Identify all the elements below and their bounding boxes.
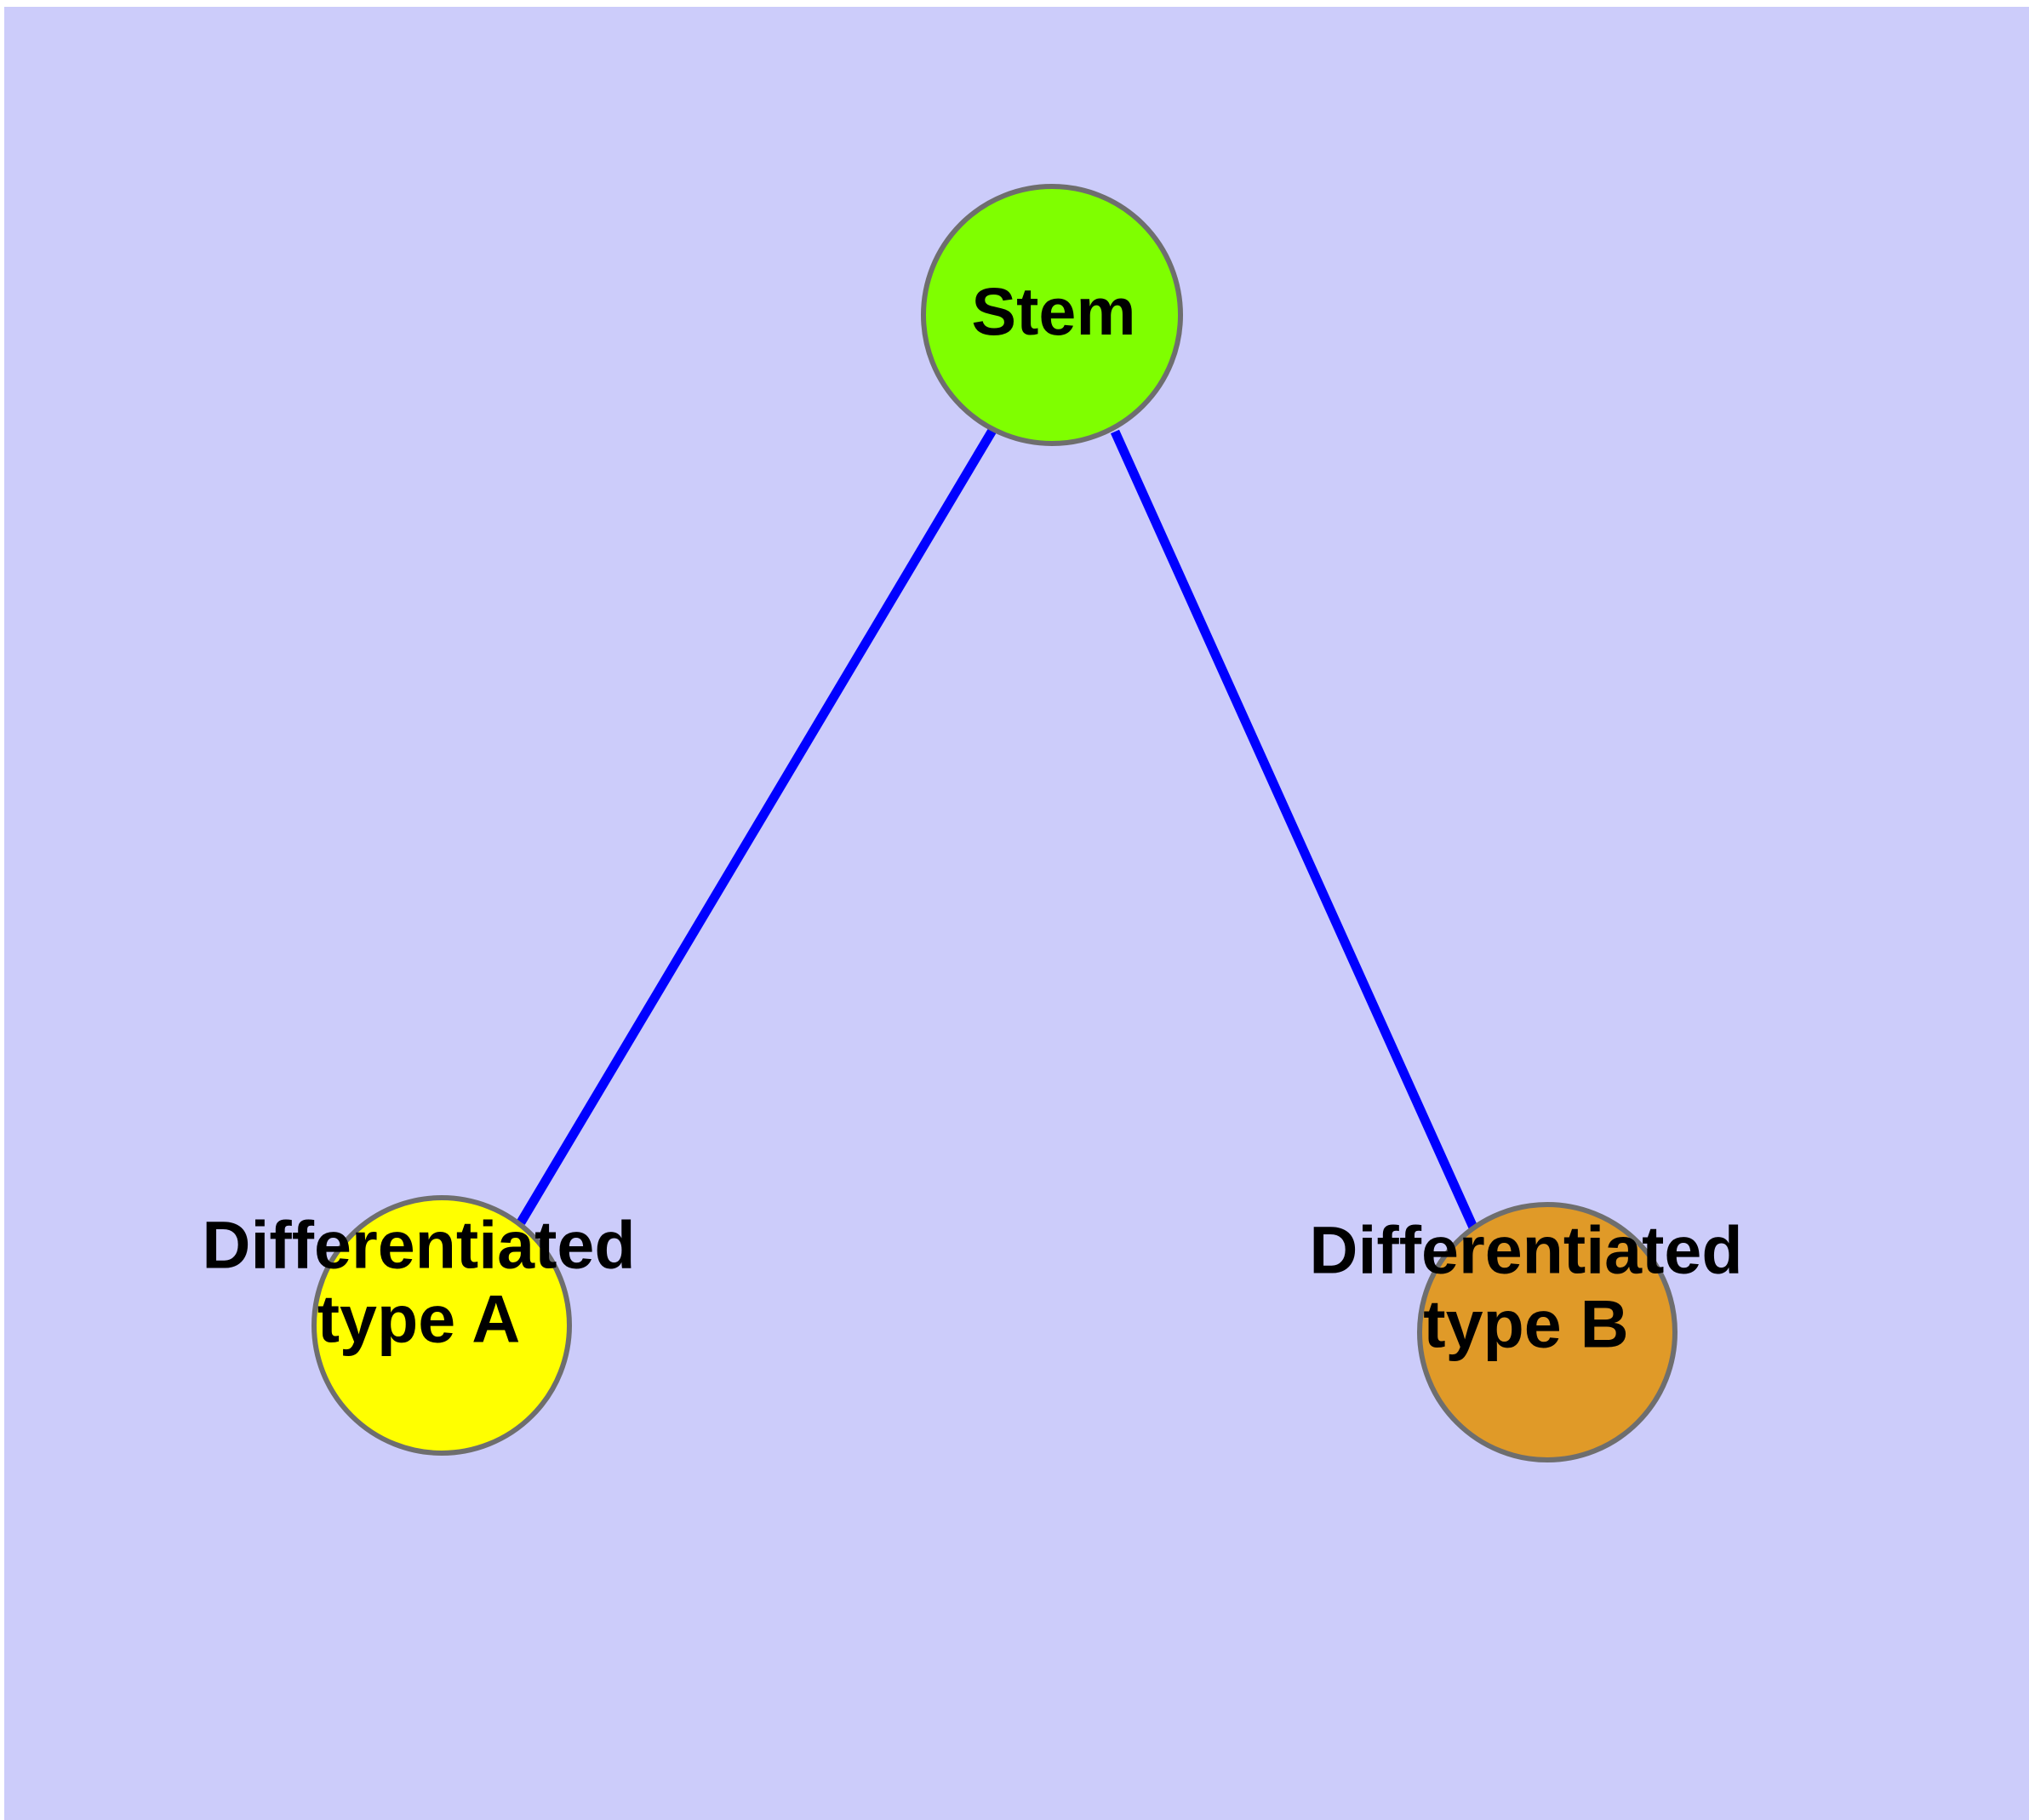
nodes-group — [311, 184, 1677, 1462]
node-differentiated-type-b[interactable] — [1417, 1202, 1677, 1462]
edge-stem-to-diff-b[interactable] — [1110, 429, 1479, 1232]
edges-group — [517, 426, 1479, 1232]
node-label-stem: Stem — [971, 273, 1135, 349]
edge-stem-to-diff-a[interactable] — [517, 426, 997, 1225]
node-differentiated-type-a[interactable] — [311, 1195, 572, 1456]
node-stem[interactable] — [921, 184, 1183, 446]
